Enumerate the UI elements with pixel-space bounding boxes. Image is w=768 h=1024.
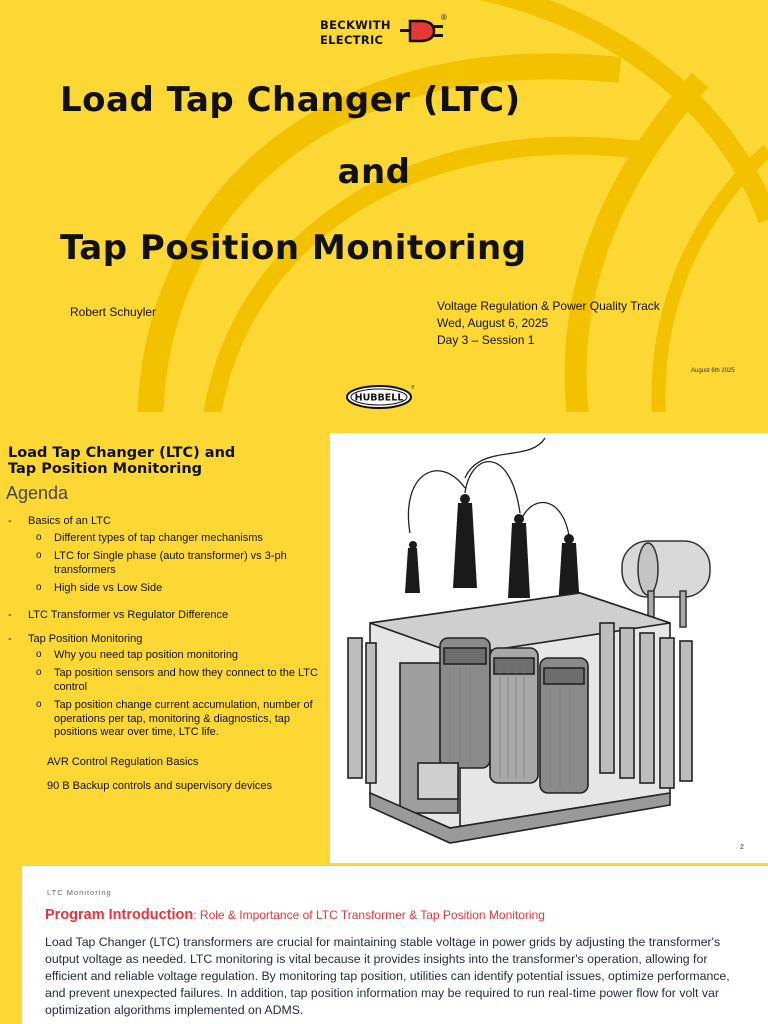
agenda-item-text: Tap Position Monitoring <box>28 633 143 645</box>
conservator-tank <box>621 540 711 628</box>
circle-bullet: o <box>36 582 42 593</box>
agenda-plain-item: AVR Control Regulation Basics <box>47 756 199 768</box>
beckwith-electric-logo: BECKWITH ELECTRIC ® <box>318 13 448 50</box>
intro-heading-bold: Program Introduction <box>45 907 194 923</box>
title-slide: BECKWITH ELECTRIC ® Load Tap Changer (LT… <box>0 0 768 412</box>
transformer-illustration-panel <box>330 433 768 863</box>
title-line-2: and <box>337 152 411 192</box>
background-swoosh <box>137 0 768 412</box>
agenda-slide: Load Tap Changer (LTC) and Tap Position … <box>0 433 768 863</box>
logo-line-2: ELECTRIC <box>320 33 384 47</box>
agenda-subitem-text: Different types of tap changer mechanism… <box>54 532 263 544</box>
agenda-item-text: LTC Transformer vs Regulator Difference <box>28 609 229 621</box>
section-label: LTC Monitoring <box>47 888 112 897</box>
session-info: Voltage Regulation & Power Quality Track… <box>437 298 660 349</box>
page-number: 2 <box>740 844 744 851</box>
transformer-illustration <box>347 437 711 844</box>
circle-bullet: o <box>36 649 42 660</box>
title-line-1: Load Tap Changer (LTC) <box>60 80 521 120</box>
agenda-subitem-text: Tap position change current accumulation… <box>54 699 313 738</box>
registered-mark: ® <box>441 13 447 22</box>
hubbell-logo-text: HUBBELL <box>355 393 404 404</box>
circle-bullet: o <box>36 667 42 678</box>
dash-bullet: - <box>8 515 12 527</box>
intro-heading: Program Introduction: Role & Importance … <box>45 907 545 923</box>
session-number: Day 3 – Session 1 <box>437 333 535 347</box>
hubbell-logo: HUBBELL ® <box>346 384 414 409</box>
track-name: Voltage Regulation & Power Quality Track <box>437 299 660 313</box>
bushings <box>405 503 580 608</box>
hubbell-registered-mark: ® <box>411 384 414 391</box>
intro-slide: LTC Monitoring Program Introduction: Rol… <box>22 866 768 1024</box>
agenda-subitem-text: Tap position sensors and how they connec… <box>54 667 318 693</box>
intro-body: Load Tap Changer (LTC) transformers are … <box>45 935 730 1017</box>
agenda-plain-item: 90 B Backup controls and supervisory dev… <box>47 780 273 792</box>
dash-bullet: - <box>8 609 12 621</box>
agenda-subitem-text: Why you need tap position monitoring <box>54 649 239 661</box>
circle-bullet: o <box>36 550 42 561</box>
agenda-subitem-text: High side vs Low Side <box>54 582 163 594</box>
circle-bullet: o <box>36 532 42 543</box>
agenda-subitem-text: LTC for Single phase (auto transformer) … <box>54 550 287 576</box>
agenda-heading: Agenda <box>6 483 69 503</box>
plug-icon <box>400 19 443 43</box>
agenda-panel: Load Tap Changer (LTC) and Tap Position … <box>0 433 330 863</box>
footer-date: August 6th 2025 <box>691 368 735 374</box>
agenda-item-text: Basics of an LTC <box>28 515 111 527</box>
title-line-3: Tap Position Monitoring <box>60 228 527 268</box>
agenda-title-line-1: Load Tap Changer (LTC) and <box>8 445 236 461</box>
agenda-slide-title: Load Tap Changer (LTC) and Tap Position … <box>8 445 235 477</box>
dash-bullet: - <box>8 633 12 645</box>
session-date: Wed, August 6, 2025 <box>437 316 549 330</box>
agenda-title-line-2: Tap Position Monitoring <box>8 461 203 477</box>
circle-bullet: o <box>36 699 42 710</box>
logo-line-1: BECKWITH <box>320 18 391 32</box>
intro-heading-rest: : Role & Importance of LTC Transformer &… <box>193 908 545 922</box>
presenter-name: Robert Schuyler <box>70 305 157 319</box>
transformer-tank <box>347 592 693 844</box>
